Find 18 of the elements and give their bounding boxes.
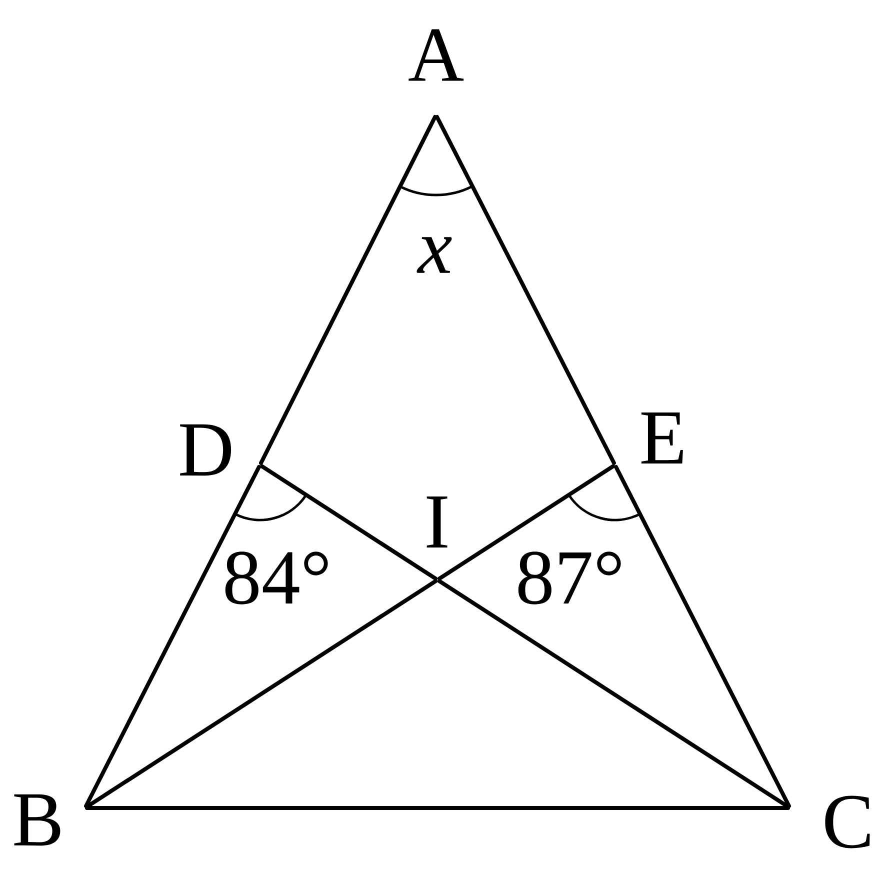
line-segment: [260, 464, 438, 581]
line-segment: [438, 579, 790, 809]
line-segment: [84, 465, 261, 808]
point-label: D: [180, 424, 232, 476]
angle-label: 84°: [225, 552, 328, 604]
point-label: E: [641, 412, 683, 464]
line-segment: [438, 464, 615, 581]
angle-label: 87°: [518, 552, 621, 604]
point-label: A: [408, 29, 464, 81]
line-segment: [85, 806, 790, 810]
line-segment: [259, 115, 437, 465]
point-label: I: [426, 496, 448, 548]
point-label: B: [14, 794, 60, 846]
angle-label: x: [416, 237, 452, 273]
line-segment: [614, 465, 791, 808]
line-segment: [85, 579, 438, 809]
line-segment: [435, 115, 616, 465]
point-label: C: [825, 796, 870, 848]
